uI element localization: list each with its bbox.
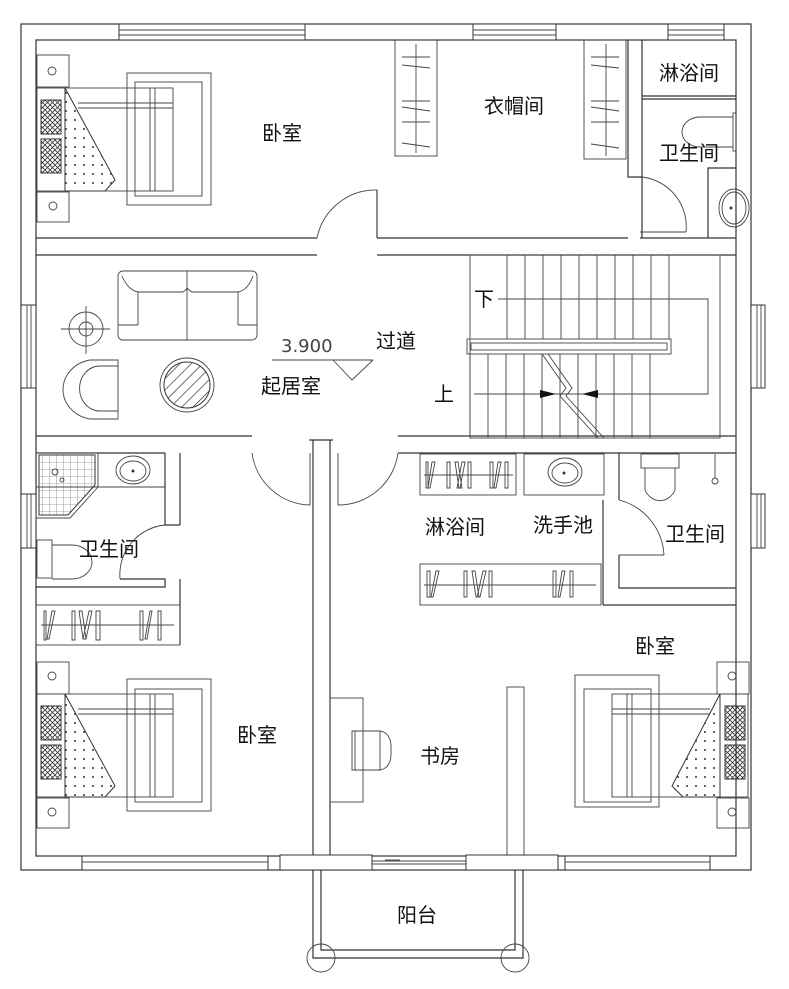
window-bottom-left bbox=[81, 855, 269, 871]
wardrobe-mid-top bbox=[419, 453, 517, 496]
wardrobe-left bbox=[41, 610, 174, 641]
window-top-mid bbox=[472, 23, 557, 41]
sink-top bbox=[718, 188, 750, 228]
door-cloakroom[interactable] bbox=[640, 176, 687, 233]
wardrobe-mid-bottom bbox=[419, 563, 602, 606]
room-label-living: 起居室 bbox=[261, 374, 321, 398]
room-label-bedroom-left: 卧室 bbox=[237, 723, 277, 747]
room-label-bedroom-right: 卧室 bbox=[635, 634, 675, 658]
door-bath-left[interactable] bbox=[119, 524, 166, 580]
room-label-bedroom-top: 卧室 bbox=[262, 121, 302, 145]
round-table bbox=[159, 357, 215, 413]
room-label-cloakroom: 衣帽间 bbox=[484, 94, 544, 118]
window-top-right bbox=[667, 23, 725, 41]
stair-up-label: 上 bbox=[434, 382, 454, 406]
window-left-living bbox=[20, 304, 37, 389]
study-chair bbox=[351, 730, 392, 771]
door-bedroom-top[interactable] bbox=[316, 189, 378, 239]
sofa bbox=[117, 270, 258, 341]
elevation-marker: 3.900 bbox=[272, 336, 374, 381]
bed-left bbox=[36, 661, 212, 829]
sink-mid bbox=[523, 453, 605, 496]
window-right-bath bbox=[750, 493, 766, 549]
room-label-study: 书房 bbox=[420, 744, 460, 768]
room-label-shower-mid: 淋浴间 bbox=[425, 515, 485, 539]
window-left-bath bbox=[20, 493, 37, 549]
window-bottom-right bbox=[564, 855, 711, 871]
door-bath-right[interactable] bbox=[618, 499, 665, 556]
balcony bbox=[279, 854, 559, 973]
window-top-left bbox=[118, 23, 306, 41]
bed-top-left bbox=[36, 54, 212, 223]
toilet-top bbox=[681, 112, 737, 152]
sink-left bbox=[115, 455, 151, 485]
outer-walls bbox=[20, 23, 752, 871]
room-label-bathroom-top: 卫生间 bbox=[659, 141, 719, 165]
desk bbox=[329, 697, 364, 803]
door-living-left[interactable] bbox=[251, 452, 311, 506]
door-study[interactable] bbox=[337, 452, 399, 506]
staircase bbox=[466, 254, 721, 439]
balcony-door[interactable] bbox=[385, 859, 450, 865]
wardrobe-cloakroom-right bbox=[583, 39, 627, 160]
room-label-washbasin: 洗手池 bbox=[533, 513, 593, 537]
room-label-corridor: 过道 bbox=[376, 329, 416, 353]
room-label-shower-top: 淋浴间 bbox=[659, 61, 719, 85]
window-right-stair bbox=[750, 304, 766, 389]
armchair bbox=[62, 359, 119, 420]
room-label-bathroom-right: 卫生间 bbox=[665, 522, 725, 546]
toilet-right bbox=[640, 453, 719, 502]
interior-walls bbox=[35, 40, 736, 857]
bed-right bbox=[574, 661, 750, 829]
wardrobe-cloakroom-left bbox=[394, 39, 438, 157]
room-label-bathroom-left: 卫生间 bbox=[79, 537, 139, 561]
shower-tray-left bbox=[36, 452, 99, 519]
toilet-left bbox=[36, 539, 93, 580]
floor-lamp bbox=[61, 306, 110, 354]
stair-down-label: 下 bbox=[474, 287, 494, 311]
room-label-balcony: 阳台 bbox=[397, 903, 437, 927]
elevation-value: 3.900 bbox=[281, 336, 333, 357]
